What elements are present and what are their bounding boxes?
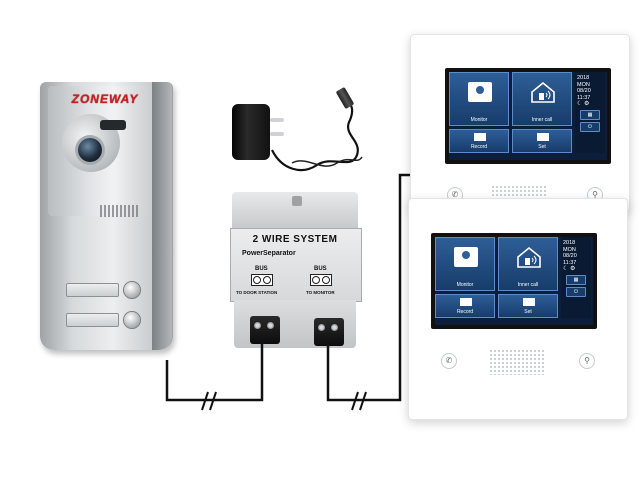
clock-time: 11:37 xyxy=(563,259,577,266)
tile-record-label: Record xyxy=(456,309,474,315)
power-icon[interactable]: ⏻ xyxy=(566,286,586,297)
handset-icon[interactable]: ✆ xyxy=(441,353,457,369)
separator-notch xyxy=(292,196,302,206)
lock-icon[interactable]: ⚲ xyxy=(579,353,595,369)
screw-icon xyxy=(254,322,261,329)
house-call-icon xyxy=(517,246,541,268)
house-call-icon xyxy=(531,81,555,103)
tile-record[interactable]: Record xyxy=(449,129,509,153)
terminal-block-left xyxy=(250,316,280,344)
wire-door-to-separator xyxy=(165,342,264,402)
screw-icon xyxy=(318,324,325,331)
moon-icon: ☾ ⚙ xyxy=(577,101,590,107)
door-speaker-grille xyxy=(100,205,140,217)
play-icon xyxy=(474,133,486,141)
tile-set[interactable]: Set xyxy=(512,129,572,153)
call-button-2[interactable] xyxy=(124,312,140,328)
clock-year: 2018 xyxy=(563,240,576,246)
terminal-block-right xyxy=(314,318,344,346)
monitor-2-screen: Monitor Inner call 2018 MON 08/20 11:37 … xyxy=(431,233,597,329)
adapter-prong xyxy=(270,132,284,136)
separator-label-panel xyxy=(230,228,362,302)
tile-inner-call-label: Inner call xyxy=(531,117,553,123)
clock-day: MON xyxy=(563,246,576,253)
separator-subtitle: PowerSeparator xyxy=(242,250,296,257)
tile-set[interactable]: Set xyxy=(498,294,558,318)
bus-label-left: BUS xyxy=(255,266,268,272)
bus-label-right: BUS xyxy=(314,266,327,272)
power-adapter xyxy=(232,104,270,160)
tile-record[interactable]: Record xyxy=(435,294,495,318)
monitor-1-speaker-grille xyxy=(491,185,547,199)
adapter-cable xyxy=(271,99,363,172)
screw-icon xyxy=(331,324,338,331)
tile-inner-call[interactable]: Inner call xyxy=(498,237,558,291)
tile-monitor-label: Monitor xyxy=(470,117,488,123)
clock-day: MON xyxy=(577,81,590,88)
screw-icon xyxy=(267,322,274,329)
camera-lens-icon xyxy=(78,138,102,162)
tile-monitor-label: Monitor xyxy=(456,282,474,288)
terminal-icon-right xyxy=(310,274,332,286)
ir-sensor xyxy=(100,120,126,130)
tile-set-label: Set xyxy=(538,144,546,150)
adapter-prong xyxy=(270,118,284,122)
grid-icon[interactable]: ▦ xyxy=(566,274,586,285)
brand-logo: ZONEWAY xyxy=(71,92,139,106)
grid-icon[interactable]: ▦ xyxy=(580,109,600,120)
separator-title: 2 WIRE SYSTEM xyxy=(252,234,338,245)
name-plate-1 xyxy=(66,283,119,297)
monitor-2-speaker-grille xyxy=(489,349,545,375)
clock-year: 2018 xyxy=(577,75,590,81)
name-plate-2 xyxy=(66,313,119,327)
gear-icon xyxy=(523,298,535,306)
tile-record-label: Record xyxy=(470,144,488,150)
clock-date: 08/20 xyxy=(563,253,577,259)
tile-monitor[interactable]: Monitor xyxy=(435,237,495,291)
clock-date: 08/20 xyxy=(577,88,591,94)
clock-panel: 2018 MON 08/20 11:37 ☾ ⚙ ▦ ⏻ xyxy=(575,72,605,153)
person-icon xyxy=(468,82,492,102)
clock-panel: 2018 MON 08/20 11:37 ☾ ⚙ ▦ ⏻ xyxy=(561,237,591,318)
moon-icon: ☾ ⚙ xyxy=(563,266,576,272)
monitor-2: Monitor Inner call 2018 MON 08/20 11:37 … xyxy=(408,198,628,420)
tile-inner-call[interactable]: Inner call xyxy=(512,72,572,126)
dest-label-left: TO DOOR STATION xyxy=(236,290,278,295)
call-button-1[interactable] xyxy=(124,282,140,298)
tile-set-label: Set xyxy=(524,309,532,315)
terminal-icon-left xyxy=(251,274,273,286)
wire-separator-to-monitors xyxy=(326,173,410,402)
tile-inner-call-label: Inner call xyxy=(517,282,539,288)
dest-label-right: TO MONITOR xyxy=(306,290,335,295)
clock-time: 11:37 xyxy=(577,94,591,101)
door-station-side xyxy=(152,82,172,350)
tile-monitor[interactable]: Monitor xyxy=(449,72,509,126)
play-icon xyxy=(460,298,472,306)
monitor-1-screen: Monitor Inner call 2018 MON 08/20 11:37 … xyxy=(445,68,611,164)
power-icon[interactable]: ⏻ xyxy=(580,121,600,132)
person-icon xyxy=(454,247,478,267)
monitor-1: Monitor Inner call 2018 MON 08/20 11:37 … xyxy=(410,34,630,212)
gear-icon xyxy=(537,133,549,141)
